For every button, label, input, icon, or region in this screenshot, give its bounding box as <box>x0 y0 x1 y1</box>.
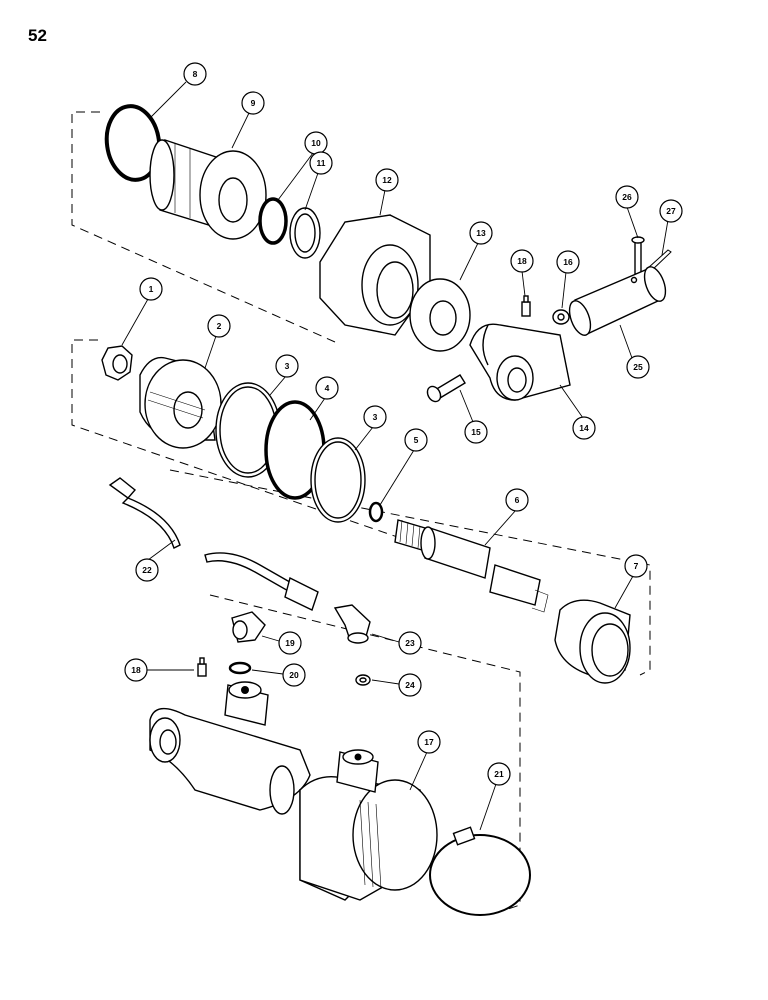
part-22-hose <box>108 477 319 611</box>
part-6-piston-rod <box>394 519 549 613</box>
callout-label: 25 <box>633 362 643 372</box>
callout-label: 21 <box>494 769 504 779</box>
callout-18-bottom: 18 <box>124 658 148 682</box>
callout-21: 21 <box>487 762 511 786</box>
callout-3-b: 3 <box>363 405 387 429</box>
dashed-group-outlines <box>71 111 651 911</box>
callout-19: 19 <box>278 631 302 655</box>
part-2-piston <box>139 356 222 449</box>
callout-26: 26 <box>615 185 639 209</box>
callout-label: 5 <box>414 435 419 445</box>
part-19-elbow-fitting <box>231 611 266 643</box>
part-15-cap-screw <box>426 374 466 403</box>
part-7-sleeve <box>554 599 631 684</box>
callout-label: 15 <box>471 427 481 437</box>
callout-8: 8 <box>183 62 207 86</box>
callout-label: 12 <box>382 175 392 185</box>
part-10-o-ring <box>258 197 288 245</box>
page-number: 52 <box>28 26 47 45</box>
callout-7: 7 <box>624 554 648 578</box>
callout-2: 2 <box>207 314 231 338</box>
callout-label: 13 <box>476 228 486 238</box>
part-18-grease-fitting-top <box>521 295 531 317</box>
part-9-head <box>149 139 267 240</box>
callout-label: 17 <box>424 737 434 747</box>
callout-27: 27 <box>659 199 683 223</box>
callout-label: 18 <box>517 256 527 266</box>
part-24-washer <box>355 674 371 686</box>
callout-label: 22 <box>142 565 152 575</box>
callout-label: 3 <box>285 361 290 371</box>
callout-15: 15 <box>464 420 488 444</box>
callout-5: 5 <box>404 428 428 452</box>
callout-label: 3 <box>373 412 378 422</box>
callout-label: 19 <box>285 638 295 648</box>
part-21-hose-clamp <box>429 826 531 916</box>
callout-label: 18 <box>131 665 141 675</box>
callout-10: 10 <box>304 131 328 155</box>
callout-17: 17 <box>417 730 441 754</box>
callout-label: 4 <box>325 383 330 393</box>
callout-14: 14 <box>572 416 596 440</box>
part-17-cylinder-barrel <box>149 681 438 901</box>
callout-label: 16 <box>563 257 573 267</box>
part-3-o-ring-a <box>215 382 281 478</box>
callout-3-a: 3 <box>275 354 299 378</box>
callout-13: 13 <box>469 221 493 245</box>
callout-16: 16 <box>556 250 580 274</box>
part-16-small-nut <box>552 309 570 325</box>
callout-25: 25 <box>626 355 650 379</box>
callout-label: 20 <box>289 670 299 680</box>
part-23-elbow-fitting <box>333 604 371 644</box>
callout-24: 24 <box>398 673 422 697</box>
callout-label: 9 <box>251 98 256 108</box>
callout-label: 27 <box>666 206 676 216</box>
part-26-pin <box>631 236 645 275</box>
callout-9: 9 <box>241 91 265 115</box>
callout-18-top: 18 <box>510 249 534 273</box>
callout-20: 20 <box>282 663 306 687</box>
callout-11: 11 <box>309 151 333 175</box>
callout-label: 26 <box>622 192 632 202</box>
part-20-washer <box>228 661 252 675</box>
leader-lines <box>121 81 669 831</box>
part-5-small-o-ring <box>368 501 384 523</box>
callout-label: 2 <box>217 321 222 331</box>
part-25-shaft-pin <box>568 266 667 336</box>
callout-label: 8 <box>193 69 198 79</box>
part-13-washer <box>409 278 471 352</box>
callout-label: 14 <box>579 423 589 433</box>
callout-12: 12 <box>375 168 399 192</box>
callout-label: 23 <box>405 638 415 648</box>
callout-label: 11 <box>317 158 326 168</box>
callout-22: 22 <box>135 558 159 582</box>
callout-4: 4 <box>315 376 339 400</box>
part-8-o-ring <box>104 104 162 182</box>
part-12-hex-nut <box>319 214 431 336</box>
callout-label: 7 <box>634 561 639 571</box>
part-14-clevis <box>469 323 571 401</box>
callout-label: 24 <box>405 680 415 690</box>
part-1-nut <box>101 345 133 381</box>
callout-23: 23 <box>398 631 422 655</box>
part-3-o-ring-b <box>310 437 366 523</box>
callout-label: 1 <box>149 284 154 294</box>
part-18-grease-fitting-bottom <box>197 657 207 677</box>
callout-label: 10 <box>311 138 321 148</box>
callout-6: 6 <box>505 488 529 512</box>
callout-label: 6 <box>515 495 520 505</box>
part-11-backup-ring <box>289 207 321 259</box>
callout-1: 1 <box>139 277 163 301</box>
